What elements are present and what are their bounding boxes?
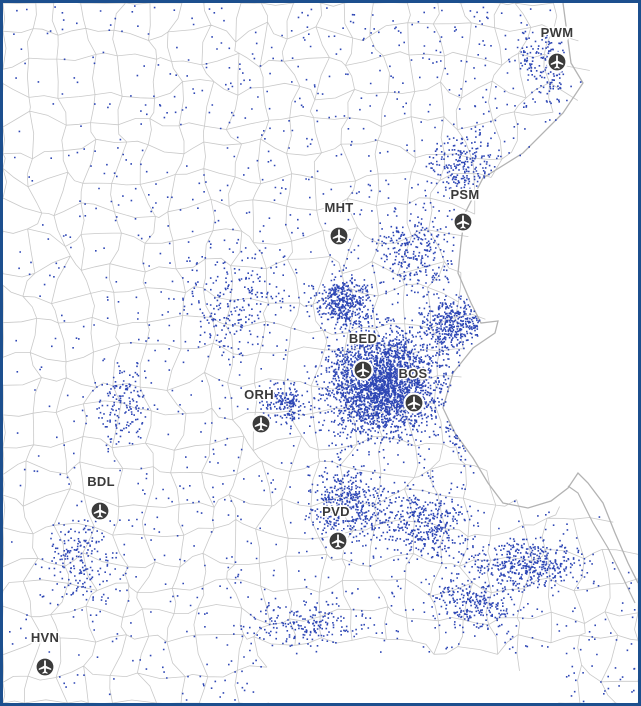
airport-pwm[interactable]: PWM	[539, 24, 575, 73]
airplane-icon	[452, 211, 474, 233]
airplane-icon	[34, 656, 56, 678]
airport-bdl[interactable]: BDL	[86, 473, 116, 522]
airport-label: HVN	[31, 630, 59, 645]
land-background	[3, 3, 638, 703]
airport-layer: PWM PSM MHT BED BOS ORH BDL PVD HVN	[29, 24, 575, 678]
airport-pvd[interactable]: PVD	[321, 503, 351, 552]
airplane-icon	[250, 413, 272, 435]
airport-psm[interactable]: PSM	[449, 186, 481, 233]
airplane-icon	[403, 392, 425, 414]
airport-label: ORH	[244, 387, 274, 402]
airport-mht[interactable]: MHT	[323, 199, 355, 247]
airport-label: PSM	[450, 187, 479, 202]
airplane-icon	[328, 225, 350, 247]
airplane-icon	[327, 530, 349, 552]
airport-bed[interactable]: BED	[347, 330, 378, 381]
airport-orh[interactable]: ORH	[243, 386, 275, 435]
region-map[interactable]: PWM PSM MHT BED BOS ORH BDL PVD HVN	[3, 3, 638, 703]
airport-bos[interactable]: BOS	[397, 365, 429, 414]
airport-hvn[interactable]: HVN	[29, 629, 60, 678]
airplane-icon	[89, 500, 111, 522]
airport-label: BOS	[398, 366, 427, 381]
airport-label: PVD	[322, 504, 350, 519]
airport-label: BDL	[87, 474, 115, 489]
airplane-icon	[546, 51, 568, 73]
airport-label: BED	[349, 331, 377, 346]
cape-outline	[567, 485, 636, 604]
airplane-icon	[352, 359, 374, 381]
airport-label: MHT	[324, 200, 353, 215]
airport-label: PWM	[541, 25, 574, 40]
